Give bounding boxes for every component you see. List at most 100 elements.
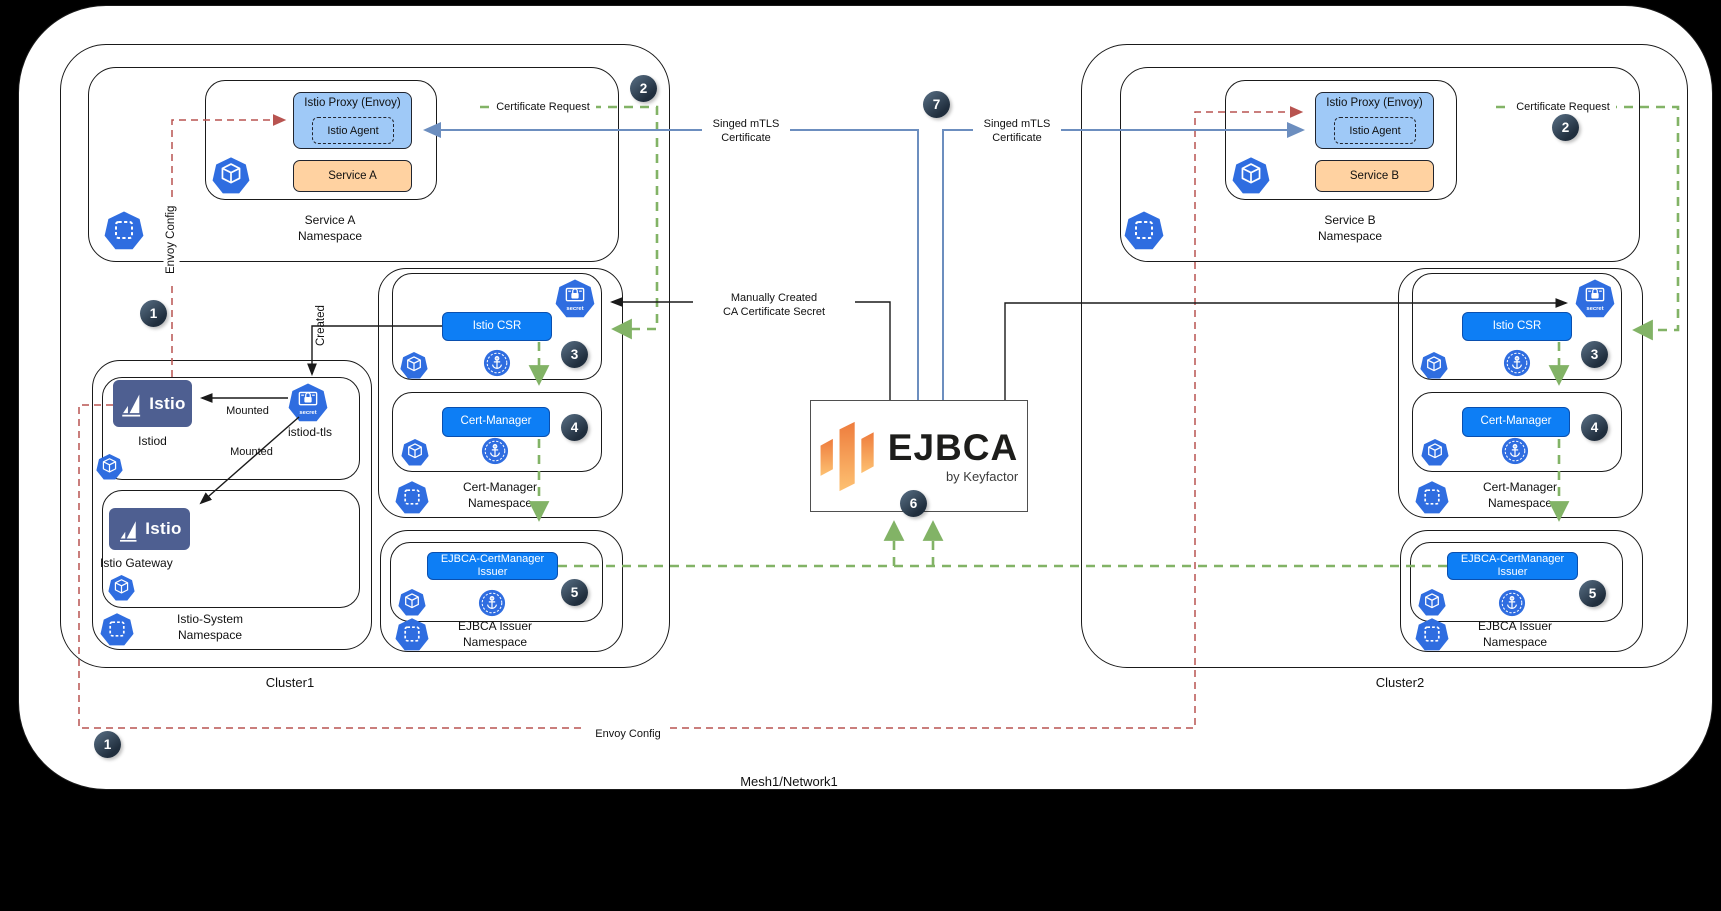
certmgr-ns-line1: Cert-Manager xyxy=(1482,480,1558,494)
cluster1-certmanager: Cert-Manager xyxy=(442,407,550,437)
namespace-icon xyxy=(104,210,144,250)
cluster2-istio-proxy-label: Istio Proxy (Envoy) xyxy=(1326,97,1423,109)
pod-icon xyxy=(1421,438,1449,466)
pod-icon xyxy=(400,351,428,379)
certmgr-ns-line2: Namespace xyxy=(467,495,533,510)
step-badge-5-c1: 5 xyxy=(561,579,588,606)
cluster2-service-b: Service B xyxy=(1315,160,1434,192)
step-badge-2-c2: 2 xyxy=(1552,114,1579,141)
cluster2-certmanager-ns-label: Cert-Manager Namespace xyxy=(1450,480,1590,511)
step-badge-1: 1 xyxy=(140,300,167,327)
mtls-c2-line2: Certificate xyxy=(992,132,1042,145)
pod-icon xyxy=(108,574,135,601)
issuer-ns-line1: EJBCA Issuer xyxy=(457,619,533,633)
namespace-icon xyxy=(395,480,429,514)
istiod-logo-box: Istio xyxy=(113,380,192,427)
manual-ca-secret-label: Manually Created CA Certificate Secret xyxy=(693,291,855,320)
cluster2-service-b-label: Service B xyxy=(1349,170,1400,182)
step-badge-1-bottom: 1 xyxy=(94,731,121,758)
issuer-line2: Issuer xyxy=(1497,566,1528,578)
cluster1-istio-agent: Istio Agent xyxy=(312,117,394,144)
cluster1-service-a: Service A xyxy=(293,160,412,192)
helm-icon xyxy=(478,589,506,617)
namespace-icon xyxy=(100,612,134,646)
cluster1-service-ns-line1: Service A xyxy=(304,213,356,227)
secret-icon-ca-cert xyxy=(555,278,595,318)
step-badge-2-c1: 2 xyxy=(630,75,657,102)
cluster2-service-ns-line1: Service B xyxy=(1324,213,1376,227)
cluster2-issuer-ns-label: EJBCA Issuer Namespace xyxy=(1445,619,1585,650)
step-badge-3-c1: 3 xyxy=(561,341,588,368)
cluster1-service-ns-line2: Namespace xyxy=(297,228,363,243)
cluster1-istio-agent-label: Istio Agent xyxy=(327,124,379,137)
step-badge-4-c2: 4 xyxy=(1581,414,1608,441)
helm-icon xyxy=(481,437,509,465)
cluster1-istio-system-ns-label: Istio-System Namespace xyxy=(145,612,275,643)
pod-icon xyxy=(212,156,250,194)
secret-icon-ca-cert xyxy=(1575,278,1615,318)
cert-request-label-c1: Certificate Request xyxy=(490,100,596,115)
namespace-icon xyxy=(1415,480,1449,514)
step-badge-7: 7 xyxy=(923,91,950,118)
step-badge-6: 6 xyxy=(900,490,927,517)
cluster2-istio-csr-label: Istio CSR xyxy=(1492,319,1542,332)
issuer-ns-line2: Namespace xyxy=(1482,634,1548,649)
istio-wordmark: Istio xyxy=(145,519,182,538)
istiod-tls-label: istiod-tls xyxy=(287,425,332,439)
istio-sail-icon xyxy=(117,519,141,543)
istio-wordmark: Istio xyxy=(149,393,186,413)
cert-request-label-c2: Certificate Request xyxy=(1510,100,1616,115)
envoy-config-vertical-label: Envoy Config xyxy=(164,198,180,282)
certmgr-ns-line1: Cert-Manager xyxy=(462,480,538,494)
cluster2-label: Cluster2 xyxy=(1375,675,1425,690)
mtls-label-c1: Singed mTLS Certificate xyxy=(702,117,790,146)
mtls-label-c2: Singed mTLS Certificate xyxy=(973,117,1061,146)
mounted-gateway-label: Mounted xyxy=(230,446,273,458)
helm-icon xyxy=(483,349,511,377)
namespace-icon xyxy=(1415,617,1449,651)
cluster2-certmanager: Cert-Manager xyxy=(1462,407,1570,437)
envoy-config-bottom-label: Envoy Config xyxy=(586,727,670,742)
cluster1-label: Cluster1 xyxy=(265,675,315,690)
step-badge-3-c2: 3 xyxy=(1581,341,1608,368)
namespace-icon xyxy=(395,617,429,651)
helm-icon xyxy=(1498,589,1526,617)
issuer-ns-line1: EJBCA Issuer xyxy=(1477,619,1553,633)
istio-sail-icon xyxy=(119,392,145,418)
cluster1-certmanager-label: Cert-Manager xyxy=(460,415,532,428)
cluster1-issuer-ns-label: EJBCA Issuer Namespace xyxy=(425,619,565,650)
cluster1-istio-csr: Istio CSR xyxy=(442,312,552,341)
istio-system-line2: Namespace xyxy=(177,627,243,642)
cluster2-istio-agent-label: Istio Agent xyxy=(1349,124,1401,137)
istiod-label: Istiod xyxy=(138,434,167,448)
cluster1-istio-proxy-label: Istio Proxy (Envoy) xyxy=(304,97,401,109)
pod-icon xyxy=(398,588,426,616)
mtls-c2-line1: Singed mTLS xyxy=(983,118,1051,130)
issuer-line1: EJBCA-CertManager xyxy=(440,552,545,565)
pod-icon xyxy=(401,438,429,466)
cluster2-service-ns-label: Service B Namespace xyxy=(1270,213,1430,244)
istio-gateway-label: Istio Gateway xyxy=(100,556,173,570)
step-badge-4-c1: 4 xyxy=(561,414,588,441)
helm-icon xyxy=(1501,437,1529,465)
cluster2-istio-agent: Istio Agent xyxy=(1334,117,1416,144)
ejbca-byline: by Keyfactor xyxy=(945,468,1019,484)
ejbca-text: EJBCA by Keyfactor xyxy=(888,429,1018,484)
helm-icon xyxy=(1503,349,1531,377)
cluster2-service-ns-line2: Namespace xyxy=(1317,228,1383,243)
step-badge-5-c2: 5 xyxy=(1579,580,1606,607)
cluster1-service-ns-label: Service A Namespace xyxy=(250,213,410,244)
istio-system-line1: Istio-System xyxy=(176,612,243,626)
issuer-ns-line2: Namespace xyxy=(462,634,528,649)
created-label: Created xyxy=(315,305,327,347)
ejbca-logo-icon xyxy=(820,419,878,493)
issuer-line1: EJBCA-CertManager xyxy=(1460,552,1565,565)
namespace-icon xyxy=(1124,210,1164,250)
pod-icon xyxy=(1232,156,1270,194)
cluster2-istio-csr: Istio CSR xyxy=(1462,312,1572,341)
issuer-line2: Issuer xyxy=(477,566,508,578)
